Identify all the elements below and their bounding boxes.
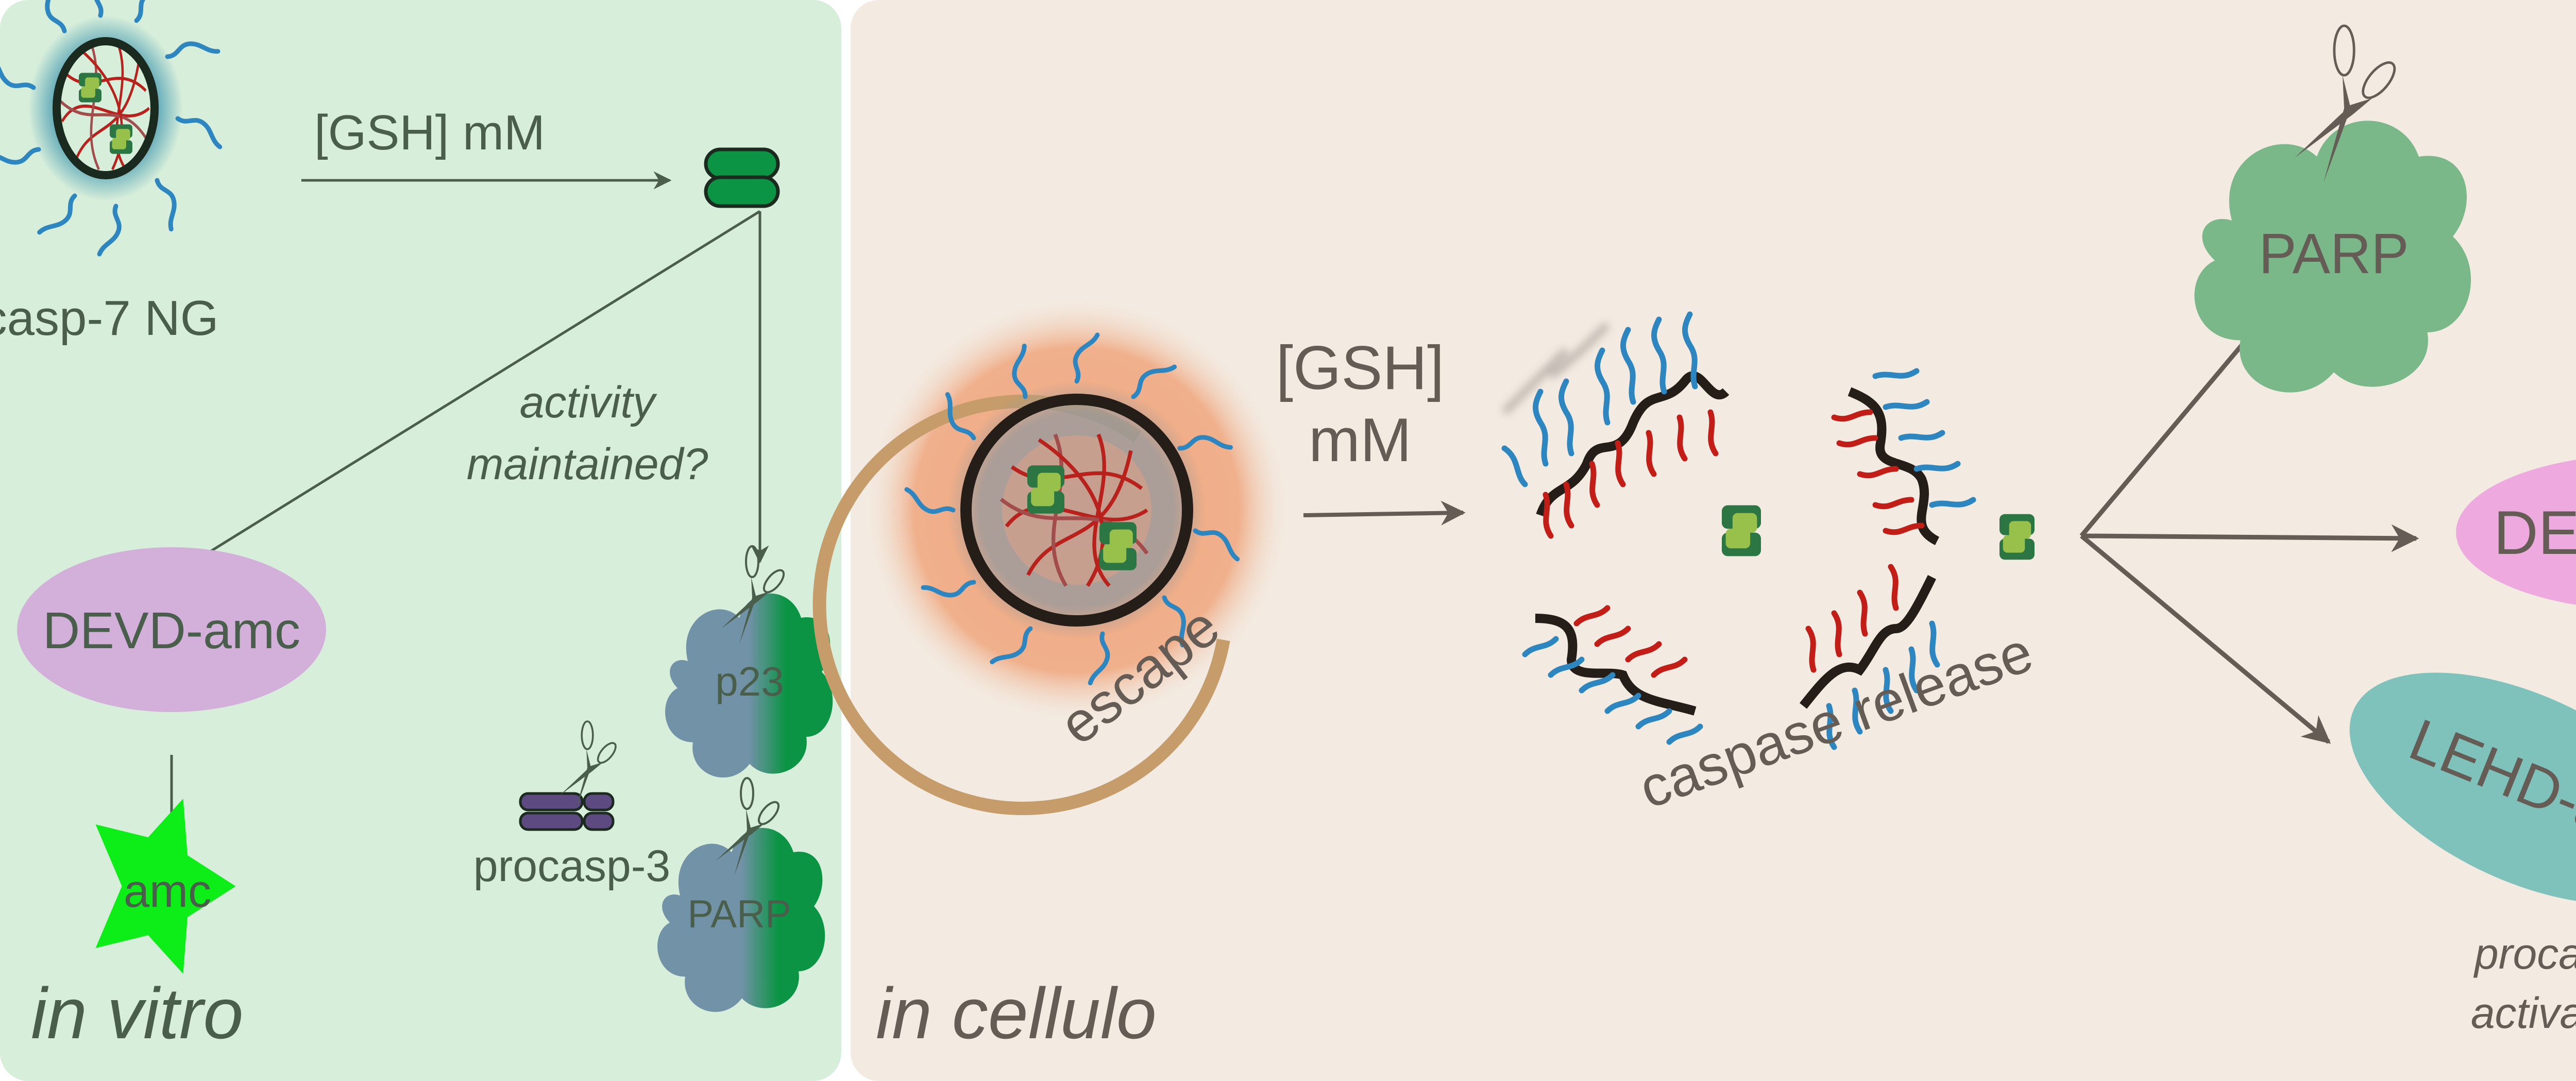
- arrow-to-devd-cellulo: [2081, 524, 2419, 552]
- arrow-to-devd-vitro: [184, 210, 761, 568]
- polymer-fragment: [1831, 368, 1976, 546]
- p23-label: p23: [715, 658, 784, 704]
- parp-label-vitro: PARP: [687, 892, 791, 936]
- polymer-fragment: [1799, 564, 1940, 750]
- amc-star-vitro: [95, 799, 236, 974]
- in-cellulo-title: in cellulo: [876, 973, 1157, 1054]
- procaspase-label: procasp-3: [473, 841, 670, 891]
- gsh-label-cellulo-line2: mM: [1309, 406, 1412, 475]
- procaspase-3-icon: [520, 793, 613, 830]
- question-vitro-line2: maintained?: [467, 440, 708, 489]
- gsh-label-vitro: [GSH] mM: [314, 105, 545, 160]
- endosome-nanogel: [812, 294, 1293, 815]
- lehd-question-line1: procaspase: [2473, 930, 2576, 978]
- nanogel-vitro-label: casp-7 NG: [0, 291, 218, 346]
- lehd-question-line2: activation??: [2471, 989, 2576, 1037]
- caspase-dimer-free-icon: [704, 147, 780, 208]
- arrow-to-lehd: [2080, 534, 2331, 744]
- polymer-fragment: [1522, 605, 1703, 745]
- devd-amc-substrate-cellulo: [2456, 460, 2576, 605]
- polymer-fragments: [1501, 311, 1976, 750]
- in-vitro-title: in vitro: [31, 973, 243, 1054]
- devd-label-vitro: DEVD-amc: [43, 602, 300, 660]
- devd-label-cellulo: DEVD-amc: [2494, 498, 2576, 567]
- parp-label-cellulo: PARP: [2259, 222, 2409, 285]
- amc-label-vitro: amc: [124, 866, 211, 917]
- question-vitro-line1: activity: [520, 378, 658, 427]
- caspase-released-icon: [1999, 514, 2035, 560]
- devd-amc-substrate-vitro: [17, 547, 326, 712]
- polymer-fragment: [1501, 311, 1730, 539]
- caspase-released-icon: [1722, 505, 1761, 556]
- nanogel-vitro: [0, 0, 224, 254]
- gsh-label-cellulo-line1: [GSH]: [1276, 333, 1445, 402]
- lehd-afc-substrate: [2349, 672, 2576, 904]
- scissors-icon-parp-cellulo: [2295, 24, 2396, 182]
- gsh-arrow-cellulo: [1303, 500, 1466, 526]
